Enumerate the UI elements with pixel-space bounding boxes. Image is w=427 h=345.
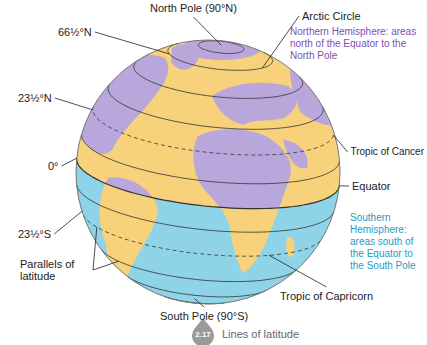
latitude-value: 23½°N <box>18 92 52 104</box>
parallel-line <box>102 250 296 282</box>
leader-line <box>55 98 93 110</box>
parallel-name: Parallels of latitude <box>20 258 90 282</box>
parallel-line <box>82 134 340 184</box>
latitude-value: 23½°S <box>18 228 51 240</box>
hemisphere-note: Northern Hemisphere: areas north of the … <box>290 26 425 62</box>
hemisphere-note: Southern Hemisphere: areas south of the … <box>350 212 425 272</box>
parallel-name: Tropic of Capricorn <box>280 290 373 302</box>
parallel-line <box>165 297 225 304</box>
parallel-name: Tropic of Cancer <box>350 146 424 158</box>
parallel-name: Equator <box>352 180 391 192</box>
hemisphere-north <box>60 30 360 320</box>
figure-number: 2.17 <box>192 330 214 340</box>
leader-line <box>62 158 77 166</box>
figure-caption: Lines of latitude <box>222 328 299 340</box>
latitude-value: 0° <box>48 160 59 172</box>
leader-line <box>95 32 170 54</box>
leader-line <box>93 261 119 270</box>
leader-line <box>195 299 204 307</box>
parallel-name: Arctic Circle <box>302 10 361 22</box>
parallel-line <box>168 43 273 70</box>
leader-line <box>93 227 97 270</box>
parallel-line <box>77 158 340 209</box>
figure-badge <box>192 318 214 345</box>
hemisphere-south <box>60 30 360 320</box>
parallel-line <box>134 60 303 99</box>
globe-outline <box>76 40 340 304</box>
leader-line <box>334 135 348 152</box>
leader-line <box>54 211 82 234</box>
parallel-line <box>77 184 334 232</box>
parallel-line <box>108 84 323 130</box>
parallels <box>77 41 340 304</box>
parallel-line <box>128 277 266 297</box>
parallel-line <box>83 215 321 256</box>
latitude-value: 66½°N <box>58 26 92 38</box>
pole-label: South Pole (90°S) <box>160 310 248 322</box>
leader-line <box>269 255 327 287</box>
parallel-line <box>93 106 334 156</box>
pole-label: North Pole (90°N) <box>150 2 237 14</box>
parallel-line <box>198 41 244 54</box>
leader-line <box>339 185 349 186</box>
leader-line <box>194 17 222 45</box>
